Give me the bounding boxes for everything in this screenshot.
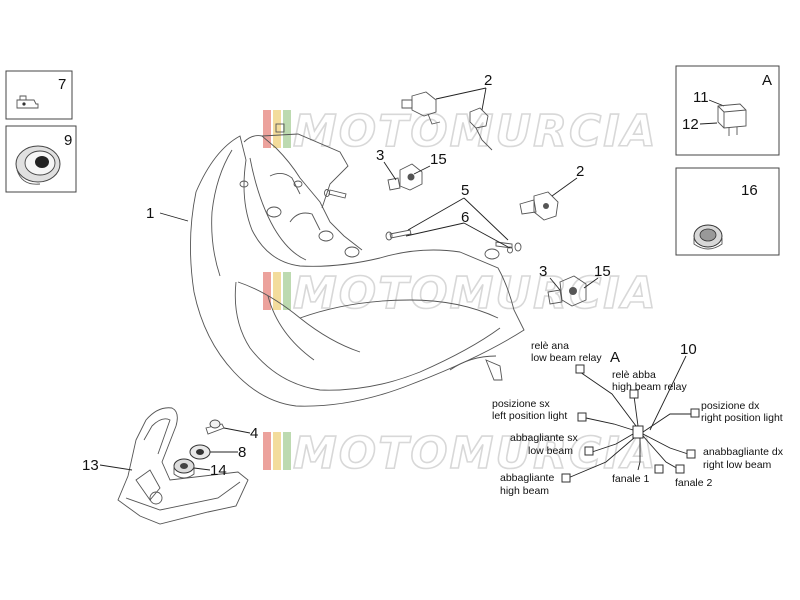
watermark-top: MOTOMURCIA [263, 105, 658, 158]
label-high-beam-relay: high beam relay [612, 381, 687, 393]
part-number-3-top: 3 [376, 147, 384, 164]
harness-connector-labels: relè ana low beam relay relè abba high b… [492, 340, 784, 497]
part-number-10: 10 [680, 341, 697, 358]
wiring-harness-part-10: A [561, 349, 700, 483]
part-number-11: 11 [693, 89, 709, 106]
part-number-6: 6 [461, 209, 469, 226]
inset-box-7: 7 [5, 70, 73, 120]
bulb-part-3-15-top [387, 163, 423, 191]
part-number-16: 16 [741, 182, 758, 199]
part-number-4: 4 [250, 425, 258, 442]
label-fanale-2: fanale 2 [675, 477, 713, 489]
label-left-position-light: left position light [492, 410, 567, 422]
washer-part-8 [189, 444, 211, 460]
watermark-text-top: MOTOMURCIA [293, 106, 658, 157]
screw-part-5-right [495, 241, 522, 254]
part-number-labels: 1 2 2 3 3 4 5 6 8 10 13 14 15 15 [82, 72, 697, 479]
inset-box-9: 9 [5, 125, 77, 193]
screw-part-5-left [385, 229, 412, 241]
watermark-bottom: MOTOMURCIA [263, 427, 658, 480]
label-rele-abba: relè abba [612, 369, 656, 381]
label-right-low-beam: right low beam [703, 459, 772, 471]
harness-label-a: A [610, 349, 620, 366]
part-number-2-top: 2 [484, 72, 492, 89]
label-posizione-sx: posizione sx [492, 398, 551, 410]
label-high-beam: high beam [500, 485, 549, 497]
watermark-middle: MOTOMURCIA [263, 267, 658, 320]
label-right-position-light: right position light [701, 412, 783, 424]
part-number-15-middle: 15 [594, 263, 611, 280]
label-rele-ana: relè ana [531, 340, 569, 352]
part-number-15-top: 15 [430, 151, 447, 168]
label-posizione-dx: posizione dx [701, 400, 760, 412]
inset-box-a-relays: A 11 12 [675, 65, 780, 156]
label-low-beam: low beam [528, 445, 573, 457]
part-number-1: 1 [146, 205, 154, 222]
bulb-socket-part-2-middle [519, 191, 559, 221]
rubber-cap-part-16 [693, 224, 723, 250]
clip-nut-part-7 [16, 95, 39, 109]
bulb-socket-part-2-right-top [469, 107, 493, 151]
nut-part-top-small [275, 123, 285, 133]
screw-part-4 [205, 419, 225, 435]
part-number-9: 9 [64, 132, 72, 149]
grommet-part-9 [15, 145, 61, 185]
part-number-14: 14 [210, 462, 227, 479]
part-number-5: 5 [461, 182, 469, 199]
part-number-2-middle: 2 [576, 163, 584, 180]
label-abbagliante-sx: abbagliante sx [510, 432, 578, 444]
watermark-text-middle: MOTOMURCIA [293, 268, 658, 319]
label-fanale-1: fanale 1 [612, 473, 650, 485]
label-anabbagliante-dx: anabbagliante dx [703, 446, 784, 458]
label-low-beam-relay: low beam relay [531, 352, 602, 364]
part-number-12: 12 [682, 116, 699, 133]
watermark-text-bottom: MOTOMURCIA [293, 428, 658, 479]
part-number-7: 7 [58, 76, 66, 93]
label-abbagliante: abbagliante [500, 472, 554, 484]
bulb-socket-part-2-top [401, 91, 441, 125]
relay-part-11 [717, 103, 747, 136]
part-number-3-middle: 3 [539, 263, 547, 280]
inset-box-label-a: A [762, 72, 772, 89]
leader-lines [99, 87, 687, 471]
bushing-part-14 [173, 458, 195, 479]
bulb-part-3-15-middle [547, 275, 587, 307]
inset-box-16: 16 [675, 167, 780, 256]
bracket-part-13 [117, 407, 249, 525]
headlight-assembly-part-1 [189, 133, 525, 407]
part-number-8: 8 [238, 444, 246, 461]
screw-part-top-small [324, 189, 347, 199]
part-number-13: 13 [82, 457, 99, 474]
